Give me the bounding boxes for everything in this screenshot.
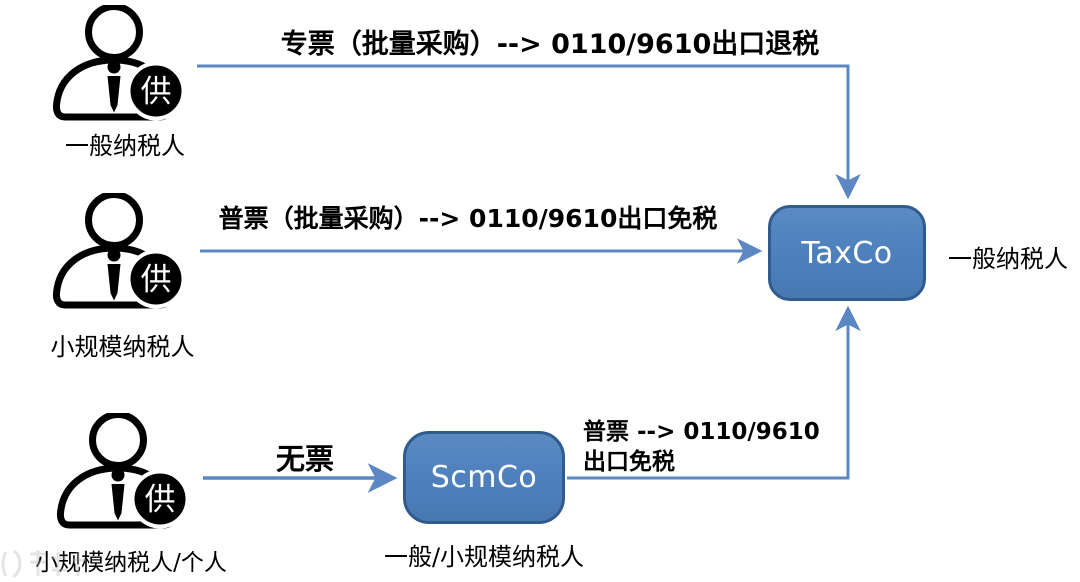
person-head	[89, 413, 147, 469]
person-tie	[107, 264, 121, 301]
supplier-label-small-scale-or-individual: 小规模纳税人/个人	[35, 550, 227, 576]
supplier-badge-text: 供	[141, 74, 172, 110]
supplier-badge-circle	[126, 249, 186, 309]
person-head	[85, 5, 143, 61]
supplier-person-icon: 供	[52, 5, 186, 121]
person-tie-knot	[111, 468, 125, 482]
flow4-label-line2: 出口免税	[583, 449, 675, 475]
node-taxco: TaxCo	[768, 205, 926, 301]
flow4-label: 普票 --> 0110/9610 出口免税	[583, 417, 823, 477]
node-scmco: ScmCo	[403, 431, 565, 524]
person-tie-knot	[107, 248, 121, 262]
taxco-side-label: 一般纳税人	[948, 245, 1068, 273]
supplier-badge-circle	[126, 61, 186, 121]
supplier-badge-circle	[130, 469, 190, 529]
node-scmco-label: ScmCo	[430, 460, 538, 495]
flow1-label: 专票（批量采购）--> 0110/9610出口退税	[280, 29, 820, 60]
supplier-label-small-scale-taxpayer: 小规模纳税人	[50, 333, 195, 361]
person-head	[85, 193, 143, 249]
person-tie	[107, 76, 121, 113]
flow2-label: 普票（批量采购）--> 0110/9610出口免税	[218, 204, 718, 233]
person-tie-knot	[107, 60, 121, 74]
supplier-person-icon: 供	[56, 413, 190, 529]
supplier-badge-text: 供	[145, 482, 176, 518]
scmco-bottom-label: 一般/小规模纳税人	[383, 543, 585, 571]
supplier-person-icon: 供	[52, 193, 186, 309]
arrow-flow1	[197, 64, 861, 200]
flow3-label: 无票	[275, 442, 334, 476]
node-taxco-label: TaxCo	[801, 235, 893, 271]
supplier-label-general-taxpayer: 一般纳税人	[65, 132, 185, 160]
supplier-badge-text: 供	[141, 262, 172, 298]
flow4-label-line1: 普票 --> 0110/9610	[583, 419, 820, 445]
person-tie	[111, 484, 125, 521]
watermark	[1, 549, 86, 579]
